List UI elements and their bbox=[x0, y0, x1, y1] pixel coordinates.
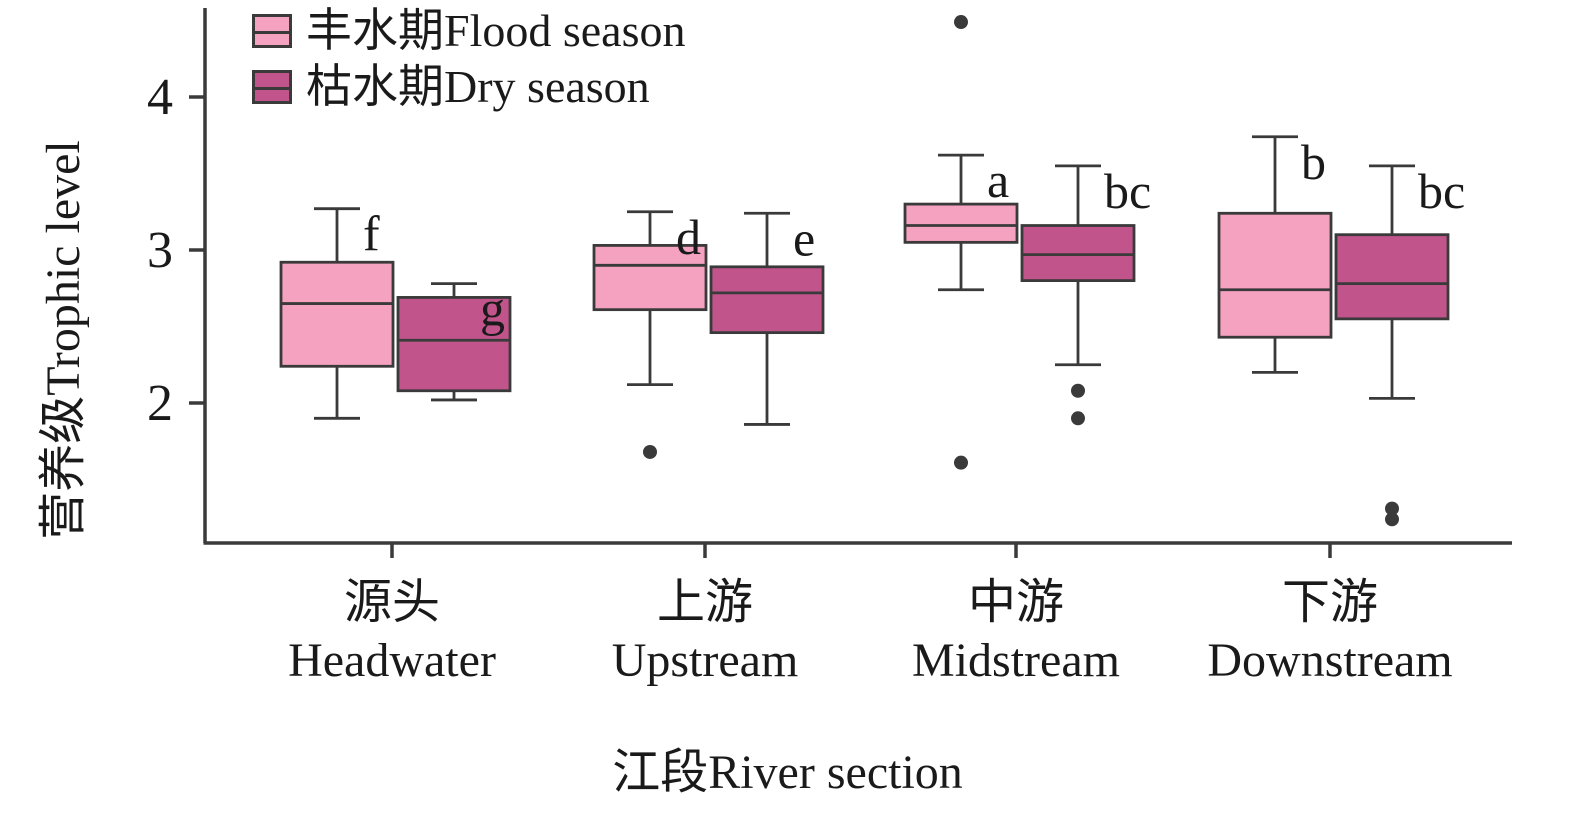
x-category-label-en: Downstream bbox=[1207, 634, 1452, 687]
legend-label-dry: 枯水期Dry season bbox=[306, 61, 650, 112]
sig-label-dry-downstream: bc bbox=[1418, 163, 1465, 219]
sig-label-dry-midstream: bc bbox=[1104, 163, 1151, 219]
outlier-flood-midstream bbox=[954, 455, 968, 470]
sig-label-dry-upstream: e bbox=[793, 210, 815, 266]
y-axis-title: 营养级Trophic level bbox=[37, 140, 90, 540]
outlier-dry-downstream bbox=[1385, 501, 1399, 516]
sig-label-flood-upstream: d bbox=[676, 209, 701, 265]
legend-item-flood: 丰水期Flood season bbox=[252, 6, 686, 56]
x-category-label-zh: 源头 bbox=[344, 576, 440, 629]
swatch-median-line bbox=[255, 31, 289, 34]
sig-label-dry-headwater: g bbox=[480, 281, 505, 337]
y-tick-label: 4 bbox=[147, 69, 173, 126]
sig-label-flood-headwater: f bbox=[363, 206, 380, 262]
outlier-flood-upstream bbox=[643, 444, 657, 459]
swatch-median-line bbox=[255, 87, 289, 90]
outlier-flood-midstream bbox=[954, 15, 968, 30]
box-dry-headwater bbox=[396, 296, 512, 393]
sig-label-flood-downstream: b bbox=[1301, 134, 1326, 190]
box-dry-midstream bbox=[1020, 224, 1136, 283]
flood-season-swatch-icon bbox=[252, 14, 292, 48]
box-flood-headwater bbox=[279, 260, 395, 368]
y-tick-label: 2 bbox=[147, 375, 173, 432]
legend: 丰水期Flood season 枯水期Dry season bbox=[252, 6, 686, 112]
x-category-label-zh: 上游 bbox=[657, 576, 753, 629]
box-dry-upstream bbox=[709, 265, 825, 335]
dry-season-swatch-icon bbox=[252, 70, 292, 104]
legend-label-flood: 丰水期Flood season bbox=[306, 5, 686, 56]
y-tick-label: 3 bbox=[147, 222, 173, 279]
x-category-label-zh: 中游 bbox=[968, 576, 1064, 629]
box-flood-midstream bbox=[903, 202, 1019, 244]
x-category-label-en: Upstream bbox=[612, 634, 799, 687]
x-axis-title: 江段River section bbox=[612, 746, 963, 799]
box-flood-upstream bbox=[592, 244, 708, 312]
outlier-dry-midstream bbox=[1071, 383, 1085, 398]
x-category-label-zh: 下游 bbox=[1282, 576, 1378, 629]
outlier-dry-midstream bbox=[1071, 411, 1085, 426]
x-category-label-en: Headwater bbox=[288, 634, 496, 687]
sig-label-flood-midstream: a bbox=[987, 152, 1009, 208]
outlier-dry-downstream bbox=[1385, 512, 1399, 527]
x-category-label-en: Midstream bbox=[912, 634, 1120, 687]
legend-item-dry: 枯水期Dry season bbox=[252, 62, 686, 112]
box-flood-downstream bbox=[1217, 211, 1333, 339]
box-dry-downstream bbox=[1334, 233, 1450, 321]
